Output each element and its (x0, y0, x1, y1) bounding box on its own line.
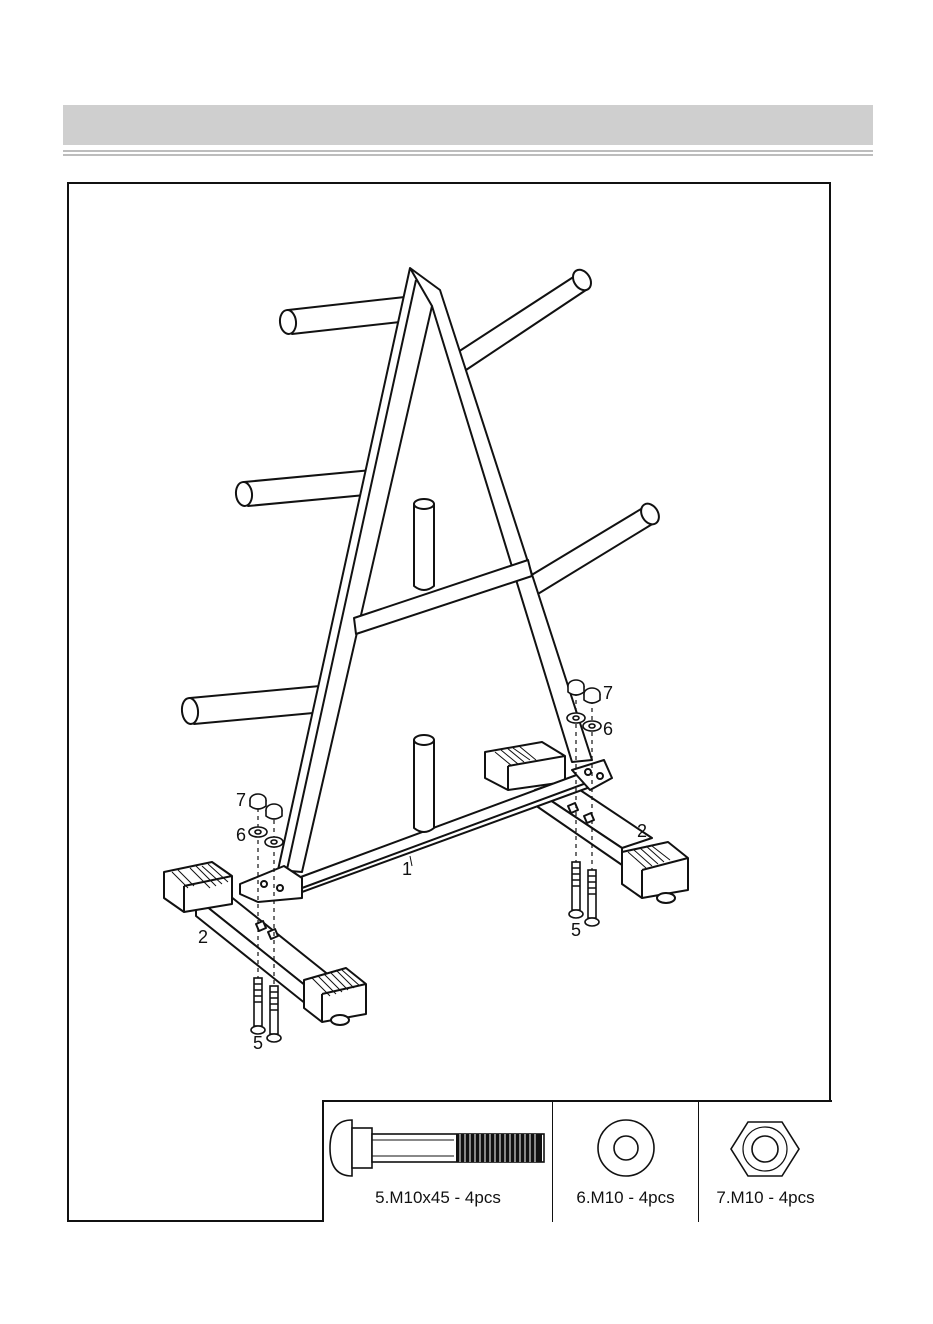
weight-peg-right-lower (520, 500, 663, 600)
nut-right-b (584, 688, 600, 703)
nut-left-b (266, 804, 282, 819)
weight-peg-left-middle (235, 470, 376, 507)
washer-left-a (249, 827, 267, 837)
label-washer-right: 6 (603, 720, 613, 738)
washer-icon (553, 1102, 699, 1192)
weight-peg-right-upper (458, 266, 595, 370)
part-caption-nut: 7.M10 - 4pcs (699, 1188, 832, 1208)
weight-peg-left-lower (181, 686, 324, 725)
label-base-right: 2 (637, 822, 647, 840)
part-cell-bolt: 5.M10x45 - 4pcs (324, 1102, 553, 1222)
label-bolt-left: 5 (253, 1034, 263, 1052)
center-post-lower (414, 735, 434, 832)
part-caption-bolt: 5.M10x45 - 4pcs (324, 1188, 552, 1208)
base-tube-left (164, 803, 594, 1025)
label-nut-right: 7 (603, 684, 613, 702)
bolt-right-b (585, 870, 599, 926)
bolt-left-a (251, 978, 265, 1034)
label-bolt-right: 5 (571, 921, 581, 939)
nut-right-a (568, 680, 584, 695)
part-cell-washer: 6.M10 - 4pcs (553, 1102, 699, 1222)
carriage-bolt-icon (324, 1102, 553, 1192)
hex-nut-icon (699, 1102, 832, 1192)
label-nut-left: 7 (236, 791, 246, 809)
label-washer-left: 6 (236, 826, 246, 844)
label-frame: 1 (402, 860, 412, 878)
bolt-left-b (267, 986, 281, 1042)
nut-left-a (250, 794, 266, 809)
part-cell-nut: 7.M10 - 4pcs (699, 1102, 832, 1222)
hardware-parts-table: 5.M10x45 - 4pcs 6.M10 - 4pcs 7.M10 - 4pc… (322, 1100, 832, 1222)
bolt-right-a (569, 862, 583, 918)
label-base-left: 2 (198, 928, 208, 946)
washer-right-b (583, 721, 601, 731)
part-caption-washer: 6.M10 - 4pcs (553, 1188, 698, 1208)
washer-left-b (265, 837, 283, 847)
washer-right-a (567, 713, 585, 723)
center-post-upper (414, 499, 434, 590)
